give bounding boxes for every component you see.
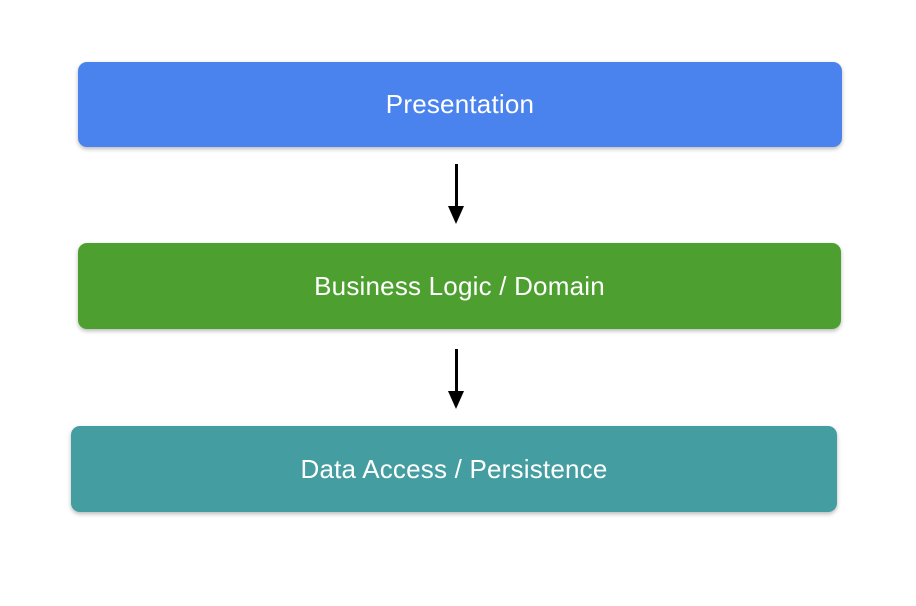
layer-node-data-access: Data Access / Persistence — [71, 426, 837, 512]
arrow-head-down-icon — [448, 206, 464, 224]
arrow-stem — [454, 349, 458, 391]
layer-node-business-logic: Business Logic / Domain — [78, 243, 841, 329]
layer-label-data-access: Data Access / Persistence — [300, 453, 608, 484]
layer-label-business-logic: Business Logic / Domain — [314, 270, 605, 301]
layer-label-presentation: Presentation — [385, 89, 535, 119]
arrow-head-down-icon — [448, 391, 464, 409]
arrow-business-to-data-icon — [448, 349, 464, 409]
arrow-presentation-to-business-icon — [448, 164, 464, 224]
arrow-stem — [454, 164, 458, 206]
layer-node-presentation: Presentation — [78, 62, 842, 147]
